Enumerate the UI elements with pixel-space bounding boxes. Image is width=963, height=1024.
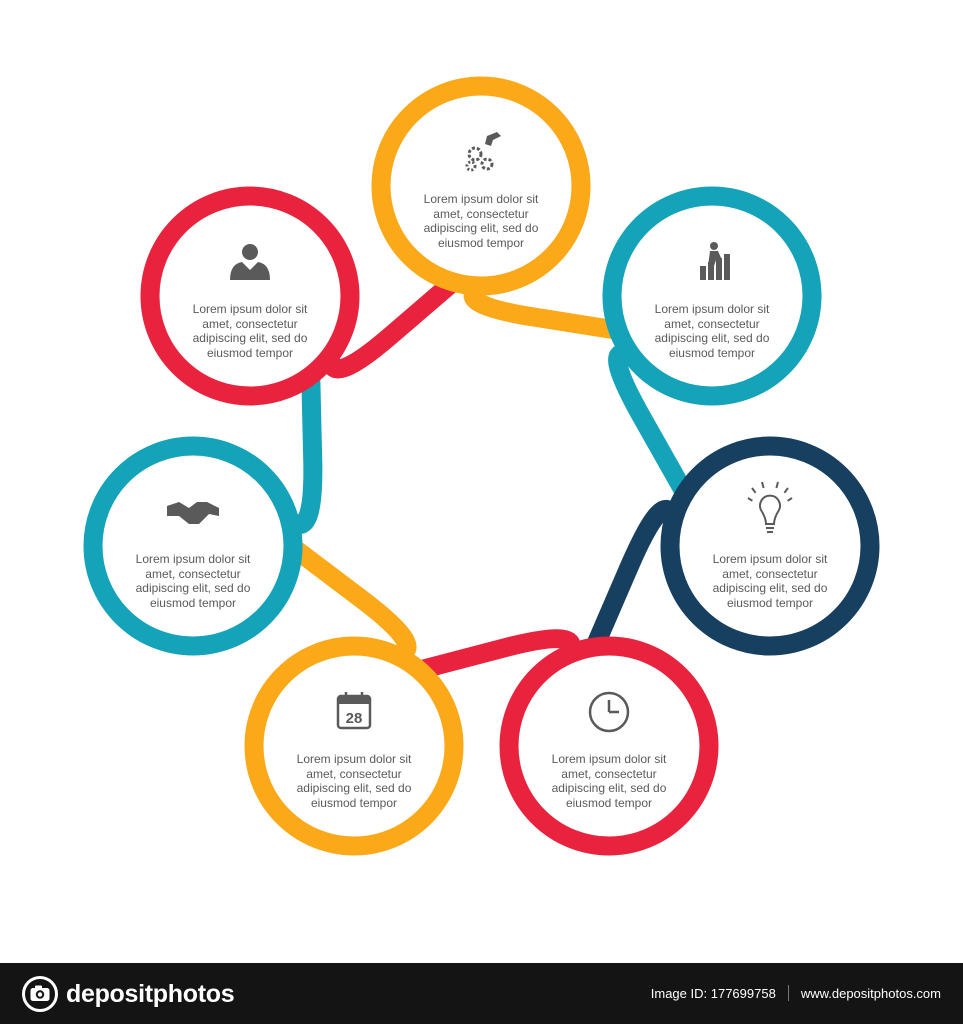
footer-divider xyxy=(787,985,789,1001)
circle-text-line: amet, consectetur xyxy=(561,766,657,781)
circle-text-line: eiusmod tempor xyxy=(437,235,525,250)
circle-text-line: Lorem ipsum dolor sit xyxy=(135,552,251,566)
footer-info: Image ID: 177699758 www.depositphotos.co… xyxy=(651,985,941,1001)
ring-upper-left xyxy=(140,186,360,406)
ribbon-layer xyxy=(83,76,880,856)
circle-text-line: eiusmod tempor xyxy=(149,595,237,610)
circle-text-line: adipiscing elit, sed do xyxy=(712,581,828,595)
ring-right xyxy=(660,436,880,656)
circle-text-line: amet, consectetur xyxy=(664,316,760,331)
circle-text-line: amet, consectetur xyxy=(306,766,402,781)
calendar-date: 28 xyxy=(346,710,363,727)
circle-text-line: Lorem ipsum dolor sit xyxy=(712,552,828,566)
camera-logo-icon xyxy=(22,976,58,1012)
circle-text-line: Lorem ipsum dolor sit xyxy=(192,302,308,316)
image-id: Image ID: 177699758 xyxy=(650,985,776,1001)
circle-text-line: adipiscing elit, sed do xyxy=(654,331,770,345)
ring-lower-right xyxy=(499,636,719,856)
circle-text-line: eiusmod tempor xyxy=(310,795,398,810)
climbing-stairs-icon xyxy=(700,242,730,280)
circle-text-line: adipiscing elit, sed do xyxy=(551,781,667,795)
circle-text-line: adipiscing elit, sed do xyxy=(423,221,539,235)
circle-text-line: eiusmod tempor xyxy=(206,345,294,360)
lightbulb-icon xyxy=(747,481,793,533)
hand-gears-icon xyxy=(465,132,501,172)
calendar-icon: 28 xyxy=(336,692,372,730)
circle-text-line: eiusmod tempor xyxy=(565,795,653,810)
circle-text-line: Lorem ipsum dolor sit xyxy=(423,192,539,206)
circle-text-line: eiusmod tempor xyxy=(726,595,814,610)
ribbon-loop-diagram: 28 xyxy=(83,76,880,856)
ring-left xyxy=(83,436,303,656)
ring-lower-left xyxy=(244,636,464,856)
circle-text-line: amet, consectetur xyxy=(433,206,529,221)
brand-name: depositphotos xyxy=(66,979,235,1008)
circle-text-line: adipiscing elit, sed do xyxy=(192,331,308,345)
circle-text-line: amet, consectetur xyxy=(722,566,818,581)
circle-text-line: amet, consectetur xyxy=(145,566,241,581)
circle-text-line: Lorem ipsum dolor sit xyxy=(296,752,412,766)
ring-upper-right xyxy=(602,186,822,406)
brand[interactable]: depositphotos xyxy=(22,975,235,1013)
circle-text-line: amet, consectetur xyxy=(202,316,298,331)
website-link[interactable]: www.depositphotos.com xyxy=(800,985,941,1001)
circle-text-line: Lorem ipsum dolor sit xyxy=(654,302,770,316)
circle-text-line: adipiscing elit, sed do xyxy=(296,781,412,795)
ring-top xyxy=(371,76,591,296)
circle-text-line: Lorem ipsum dolor sit xyxy=(551,752,667,766)
clock-icon xyxy=(588,691,630,733)
handshake-icon xyxy=(167,502,219,524)
circle-text-line: adipiscing elit, sed do xyxy=(135,581,251,595)
footer-bar: depositphotos Image ID: 177699758 www.de… xyxy=(0,963,963,1024)
businessman-icon xyxy=(230,244,270,280)
icon-layer: 28 xyxy=(167,132,793,733)
circle-text-line: eiusmod tempor xyxy=(668,345,756,360)
